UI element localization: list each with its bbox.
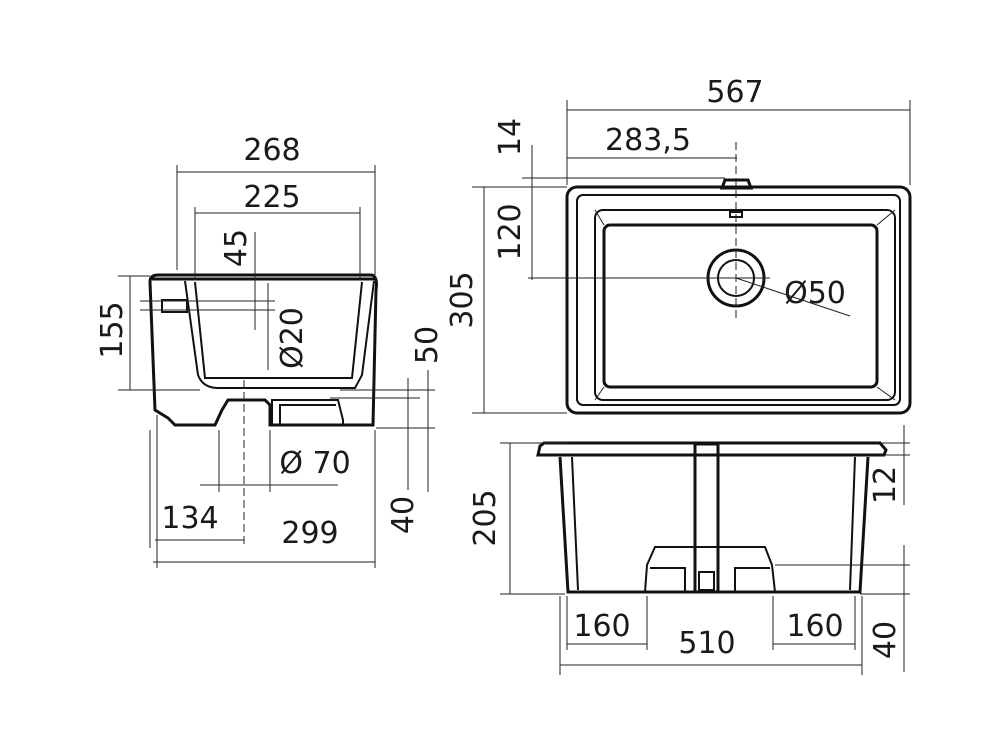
- dim-299: 299: [281, 516, 338, 551]
- overflow-notch: [719, 178, 754, 190]
- dim-205: 205: [468, 489, 503, 546]
- dim-40-front: 40: [868, 621, 903, 659]
- dim-268: 268: [243, 133, 300, 168]
- front-foot-inner: [650, 567, 770, 592]
- front-view: 205 12 40 160 160 510: [468, 425, 910, 675]
- top-bowl-edge: [594, 209, 896, 401]
- side-body-outline: [148, 273, 378, 427]
- overflow-pipe: [161, 299, 188, 313]
- dim-510: 510: [678, 626, 735, 661]
- dim-drain-diameter: Ø 70: [279, 446, 350, 481]
- dim-overflow-diameter: Ø20: [275, 307, 310, 369]
- side-bowl-inner2: [194, 281, 363, 379]
- dim-305: 305: [445, 271, 480, 328]
- top-bowl-floor: [602, 223, 879, 389]
- top-rim-inner: [576, 194, 901, 406]
- front-body-inner: [571, 456, 856, 591]
- front-drain-pipe: [693, 442, 720, 594]
- dim-12: 12: [868, 466, 903, 504]
- dim-160-right: 160: [786, 609, 843, 644]
- top-view: Ø50 567 283,5 14 120 305: [445, 75, 912, 415]
- drain-leader: [735, 277, 851, 317]
- side-foot: [271, 399, 344, 425]
- dim-225: 225: [243, 180, 300, 215]
- dim-567: 567: [706, 75, 763, 110]
- front-foot: [644, 546, 776, 593]
- bowl-corner-lines: [594, 209, 896, 401]
- dim-155: 155: [95, 301, 130, 358]
- dim-drain-50: Ø50: [784, 276, 846, 311]
- dim-50: 50: [410, 326, 445, 364]
- dim-45: 45: [219, 229, 254, 267]
- top-outer-rim: [565, 185, 912, 415]
- side-view: 268 225 45 Ø20 155 50 40 Ø 70 134 299: [95, 133, 445, 568]
- dim-120: 120: [493, 203, 528, 260]
- front-drain-outlet: [698, 571, 715, 591]
- dim-160-left: 160: [573, 609, 630, 644]
- dim-40-side: 40: [386, 496, 421, 534]
- side-foot-inner: [279, 404, 336, 425]
- dim-134: 134: [161, 501, 218, 536]
- side-bowl-inner: [184, 280, 375, 389]
- dim-14: 14: [493, 118, 528, 156]
- dim-283-5: 283,5: [605, 123, 691, 158]
